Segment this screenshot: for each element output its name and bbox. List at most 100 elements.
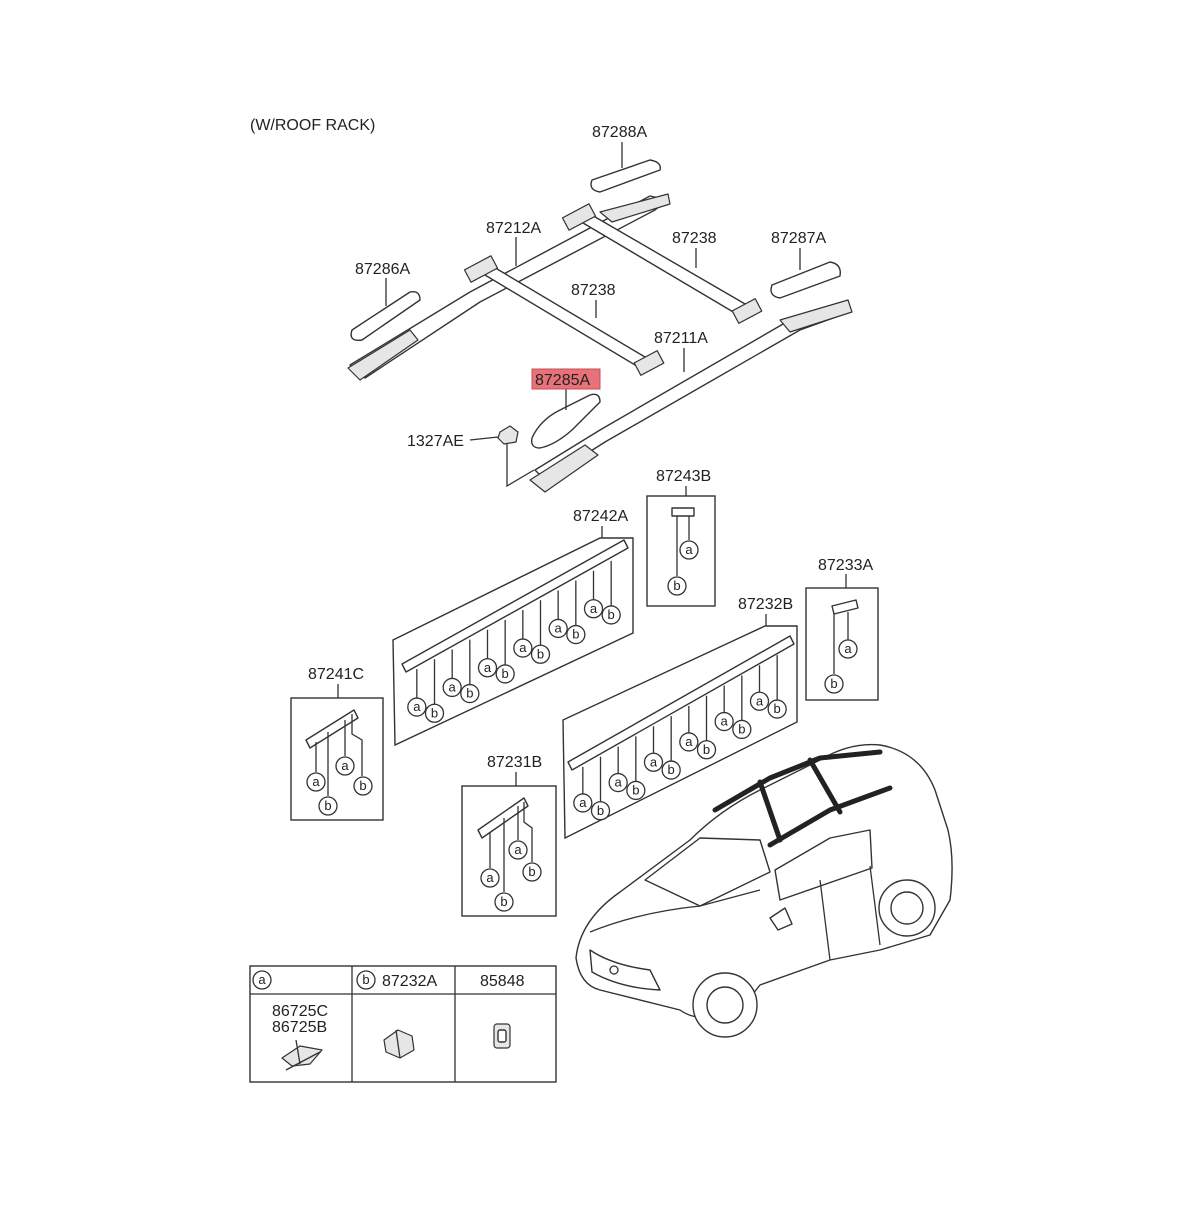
rail-right-front-foot: [779, 299, 853, 333]
clip-b-label: b: [608, 607, 615, 622]
clip-a-marker: [573, 793, 593, 813]
end-cover-87288A: [590, 159, 661, 193]
clip-b-label: b: [738, 721, 745, 736]
legend-a-part-1: 86725C: [272, 1003, 328, 1020]
clip-b-label: b: [502, 666, 509, 681]
clip-86725-illustration: [281, 1039, 323, 1071]
box-87241C: [290, 697, 384, 821]
callout-87238-rear: 87238: [571, 282, 616, 299]
top-leaders: [385, 142, 801, 410]
vehicle-emblem: [609, 965, 619, 975]
svg-text:a: a: [312, 774, 320, 789]
callout-87287A: 87287A: [771, 230, 826, 247]
clip-b-marker: [732, 719, 752, 740]
legend-b-marker: [356, 970, 376, 990]
clip-a-marker: [306, 772, 326, 792]
clip-a-marker: [679, 540, 699, 560]
cross-bar-rear: [479, 265, 651, 369]
clip-b-marker: [494, 892, 514, 912]
clip-a-marker: [643, 752, 664, 772]
clip-a-label: a: [721, 714, 729, 729]
legend-a-part-2: 86725B: [272, 1019, 327, 1036]
clip-b-marker: [530, 644, 551, 664]
clip-a-marker: [508, 840, 528, 860]
clip-a-marker: [583, 599, 604, 619]
clip-a-label: a: [484, 660, 492, 675]
bar-fitting-4: [731, 298, 763, 324]
clip-a-label: a: [413, 699, 421, 714]
bar-fitting-1: [463, 255, 499, 283]
clip-b-marker: [566, 624, 586, 645]
clip-b-label: b: [774, 701, 781, 716]
box-87243B: [646, 495, 716, 607]
clip-a-marker: [608, 772, 628, 793]
svg-text:b: b: [359, 778, 366, 793]
rail-right-rear-foot: [529, 444, 599, 493]
clip-b-marker: [696, 740, 717, 760]
callout-87211A: 87211A: [654, 330, 708, 347]
vehicle-roof-rail-left: [712, 749, 883, 813]
rail-left-front-foot: [599, 193, 671, 223]
callout-87243B: 87243B: [656, 468, 711, 485]
clip-a-marker: [335, 756, 355, 776]
clip-a-label: a: [579, 795, 587, 810]
clip-a-marker: [477, 658, 498, 678]
box-87233A: [805, 587, 879, 701]
clip-b-marker: [353, 776, 373, 796]
legend-table: a b 87232A 85848 86725C 86725B: [249, 965, 557, 1083]
cross-bar-front: [577, 213, 753, 317]
clip-a-label: a: [555, 620, 563, 635]
clip-group-87241C: a a b b: [305, 709, 373, 816]
callout-87288A: 87288A: [592, 124, 647, 141]
clip-b-marker: [767, 699, 787, 719]
bar-fitting-3: [561, 203, 597, 231]
molding-87242A: [401, 539, 629, 673]
callout-87212A: 87212A: [486, 220, 541, 237]
clip-b-label: b: [537, 646, 544, 661]
svg-text:a: a: [258, 972, 266, 987]
clip-a-marker: [480, 868, 500, 888]
svg-text:b: b: [528, 864, 535, 879]
vehicle-side-windows: [774, 829, 873, 901]
clip-group-87231B: a a b b: [477, 797, 542, 912]
clip-b-marker: [661, 760, 681, 780]
box-87242A: [392, 537, 634, 747]
clip-a-marker: [714, 711, 734, 732]
end-cover-87287A: [770, 261, 841, 299]
callout-87232B: 87232B: [738, 596, 793, 613]
clip-b-marker: [522, 862, 542, 882]
clip-a-label: a: [519, 640, 527, 655]
roof-rack-note: (W/ROOF RACK): [250, 117, 375, 134]
clip-b-marker: [424, 703, 445, 723]
clip-a-marker: [679, 732, 699, 752]
clip-b-marker: [626, 780, 646, 801]
clip-a-label: a: [590, 601, 598, 616]
vehicle-mirror: [769, 907, 793, 931]
clip-b-label: b: [466, 686, 473, 701]
rail-left-rear-foot: [347, 329, 419, 381]
roof-rack-assembly: [347, 159, 853, 493]
end-cover-87286A: [350, 290, 421, 341]
bolt-lead: [506, 444, 535, 488]
callout-1327AE: 1327AE: [407, 433, 464, 450]
clip-b-label: b: [572, 627, 579, 642]
svg-text:a: a: [341, 758, 349, 773]
clip-a-marker: [407, 697, 427, 717]
vehicle-grille: [589, 949, 661, 991]
clip-a-marker: [513, 638, 533, 658]
clip-a-label: a: [756, 693, 764, 708]
clip-a-marker: [548, 618, 568, 639]
clip-group-87233A: a b: [824, 599, 859, 694]
vehicle-windshield: [644, 837, 771, 907]
vehicle-hood-line: [589, 889, 761, 933]
callout-87241C: 87241C: [308, 666, 364, 683]
box-87232B: [562, 625, 798, 840]
clip-b-label: b: [703, 742, 710, 757]
clip-b-marker: [495, 664, 515, 684]
vehicle-illustration: [575, 743, 953, 1038]
callout-87238-front: 87238: [672, 230, 717, 247]
svg-text:a: a: [486, 870, 494, 885]
clip-a-label: a: [650, 754, 658, 769]
